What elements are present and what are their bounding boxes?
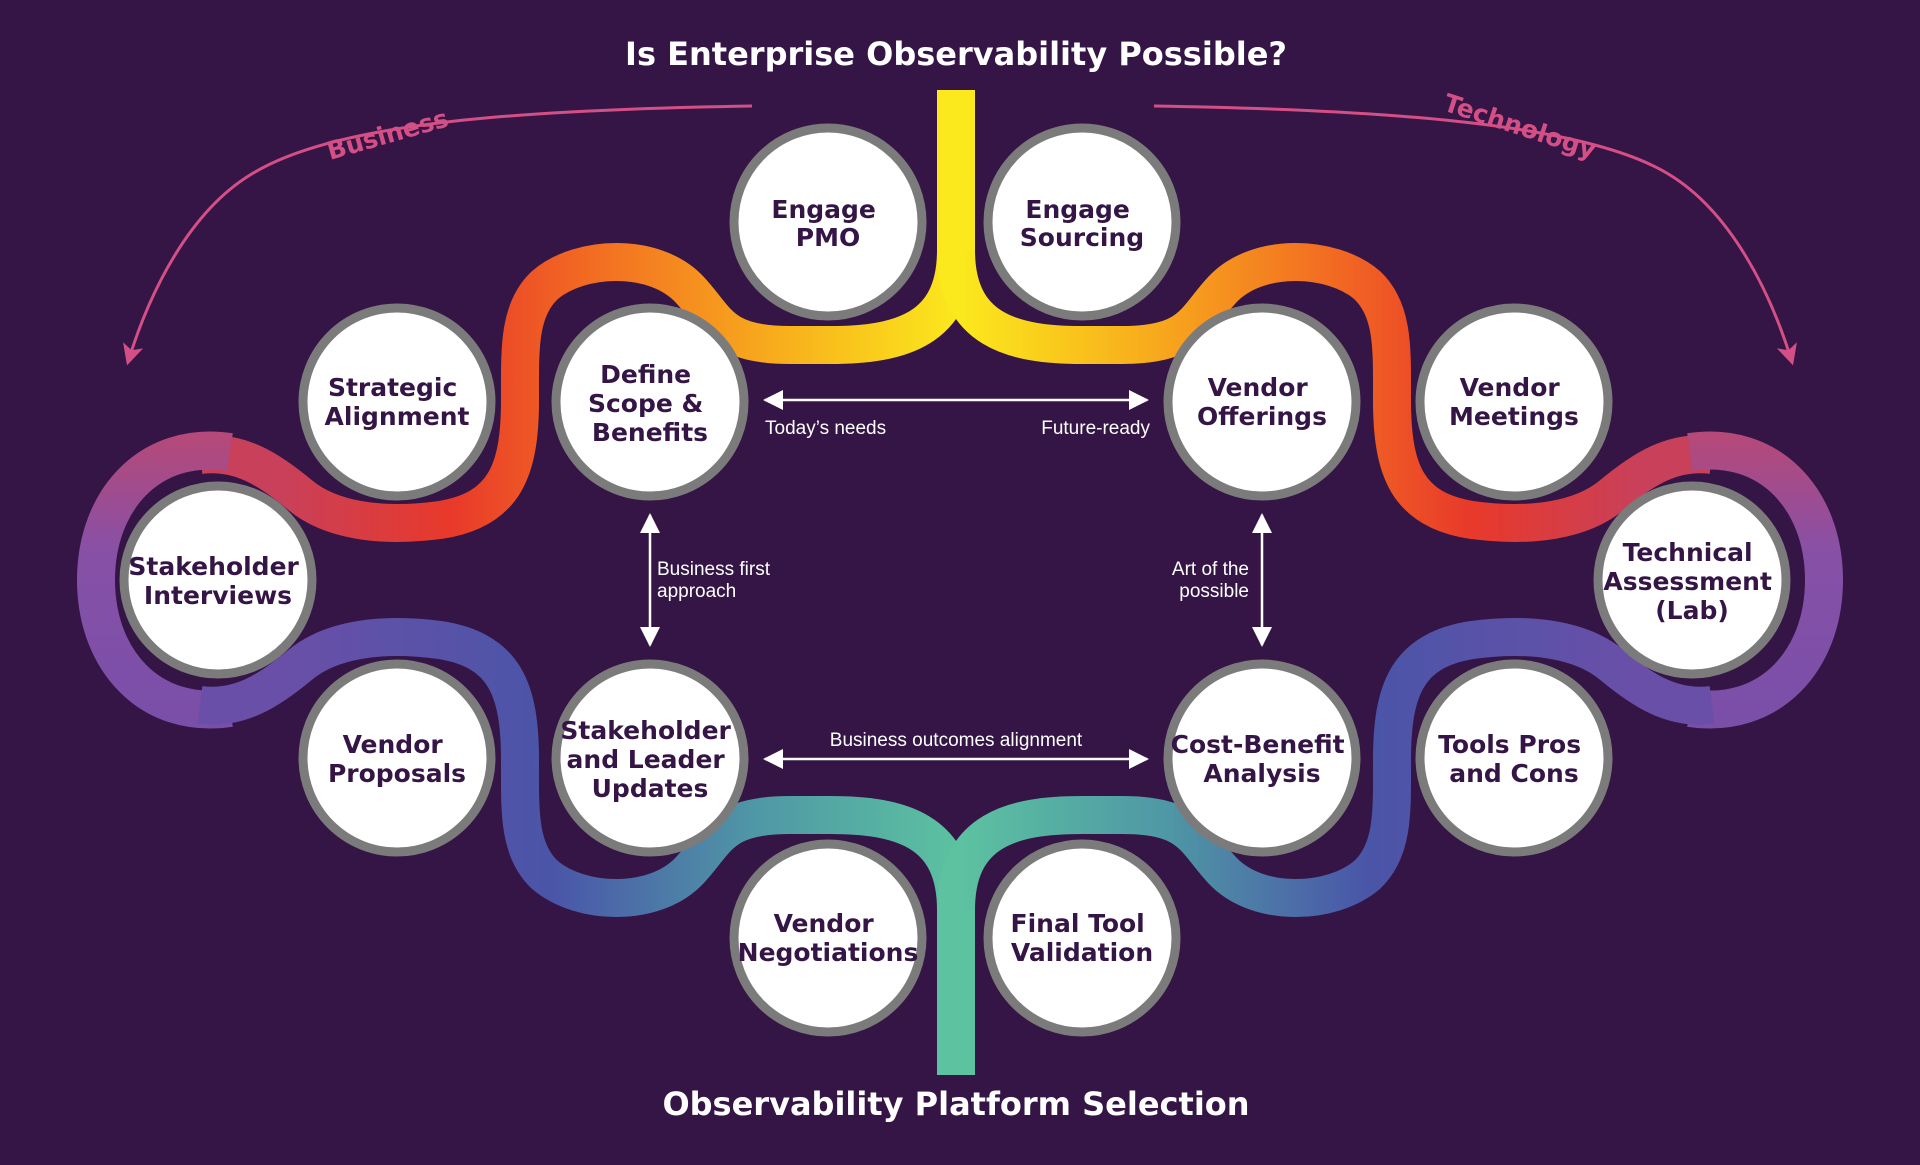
step-line: Technical [1623,538,1753,567]
step-strategic-alignment: Strategic Alignment [298,303,496,501]
svg-text:Stakeholder and Leader: Stakeholder and Leader Updates [560,716,739,803]
step-line: Benefits [592,418,708,447]
step-line: Vendor [1208,373,1309,402]
step-vendor-meetings: Vendor Meetings [1415,303,1613,501]
path-top-right [937,243,1715,542]
step-line: Final Tool [1011,909,1145,938]
step-line: PMO [796,223,860,252]
step-line: (Lab) [1655,596,1729,625]
step-line: Strategic [328,373,457,402]
step-line: Vendor [343,730,444,759]
step-line: Updates [592,774,709,803]
step-line: Proposals [328,759,466,788]
svg-text:Vendor Offerings: Vendor Offerings [1197,373,1327,431]
connectors [640,390,1272,769]
step-technical-assessment: Technical Assessment (Lab) [1593,481,1791,679]
step-line: Stakeholder [560,716,731,745]
step-line: Engage [771,195,876,224]
step-line: Define [600,360,691,389]
step-line: Vendor [774,909,875,938]
step-line: Interviews [144,581,292,610]
note-business-outcomes: Business outcomes alignment [830,730,1083,751]
note-art-possible-2: possible [1179,581,1249,602]
step-line: Meetings [1449,402,1579,431]
note-todays-needs: Today’s needs [765,418,886,439]
business-label: Business [324,103,452,165]
path-bottom-right [937,618,1715,917]
notes: Today’s needs Future-ready Business firs… [657,418,1249,751]
path-left-arc [76,431,233,729]
step-line: and Cons [1449,759,1578,788]
step-cost-benefit: Cost-Benefit Analysis [1163,659,1361,857]
svg-text:Define Scope & Ben: Define Scope & Benefits [588,360,712,447]
technology-label: Technology [1440,88,1599,164]
step-vendor-offerings: Vendor Offerings [1163,303,1361,501]
note-art-possible-1: Art of the [1172,559,1249,580]
step-define-scope: Define Scope & Benefits [551,303,749,501]
step-line: Analysis [1203,759,1320,788]
step-line: Assessment [1603,567,1772,596]
note-business-first-2: approach [657,581,736,602]
step-line: Offerings [1197,402,1327,431]
path-top-left [197,243,975,542]
step-stakeholder-interviews: Stakeholder Interviews [119,481,317,679]
step-tools-pros-cons: Tools Pros and Cons [1415,659,1613,857]
path-right-arc [1687,431,1844,729]
step-line: Engage [1025,195,1130,224]
process-path [76,90,1844,1075]
step-line: Negotiations [738,938,919,967]
step-vendor-negotiations: Vendor Negotiations [729,839,927,1037]
path-bottom-left [197,618,975,917]
step-line: and Leader [567,745,726,774]
step-engage-sourcing: Engage Sourcing [983,123,1181,321]
step-line: Tools Pros [1438,730,1581,759]
step-vendor-proposals: Vendor Proposals [298,659,496,857]
note-future-ready: Future-ready [1041,418,1150,439]
svg-text:Cost-Benefit Analysis: Cost-Benefit Analysis [1171,730,1354,788]
step-final-tool-validation: Final Tool Validation [983,839,1181,1037]
title-top: Is Enterprise Observability Possible? [625,35,1287,73]
svg-text:Strategic Alignment: Strategic Alignment [325,373,470,431]
step-line: Scope & [588,389,703,418]
svg-text:Engage PMO: Engage PMO [771,195,884,252]
step-stakeholder-leader-updates: Stakeholder and Leader Updates [551,659,749,857]
step-line: Stakeholder [128,552,299,581]
svg-text:Tools Pros and Cons: Tools Pros and Cons [1438,730,1590,788]
step-line: Sourcing [1020,223,1144,252]
svg-text:Vendor Negotiations: Vendor Negotiations [738,909,919,967]
svg-text:Vendor Proposals: Vendor Proposals [328,730,466,788]
svg-text:Engage Sourcing: Engage Sourcing [1020,195,1144,252]
step-engage-pmo: Engage PMO [729,123,927,321]
step-line: Alignment [325,402,470,431]
svg-text:Technical Assessment: Technical Assessment (Lab) [1603,538,1780,625]
svg-text:Stakeholder Interviews: Stakeholder Interviews [128,552,307,610]
step-line: Vendor [1460,373,1561,402]
title-bottom: Observability Platform Selection [662,1085,1249,1123]
step-line: Cost-Benefit [1171,730,1345,759]
note-business-first-1: Business first [657,559,771,580]
step-line: Validation [1011,938,1153,967]
svg-text:Final Tool Validation: Final Tool Validation [1011,909,1154,967]
svg-text:Vendor Meetings: Vendor Meetings [1449,373,1579,431]
